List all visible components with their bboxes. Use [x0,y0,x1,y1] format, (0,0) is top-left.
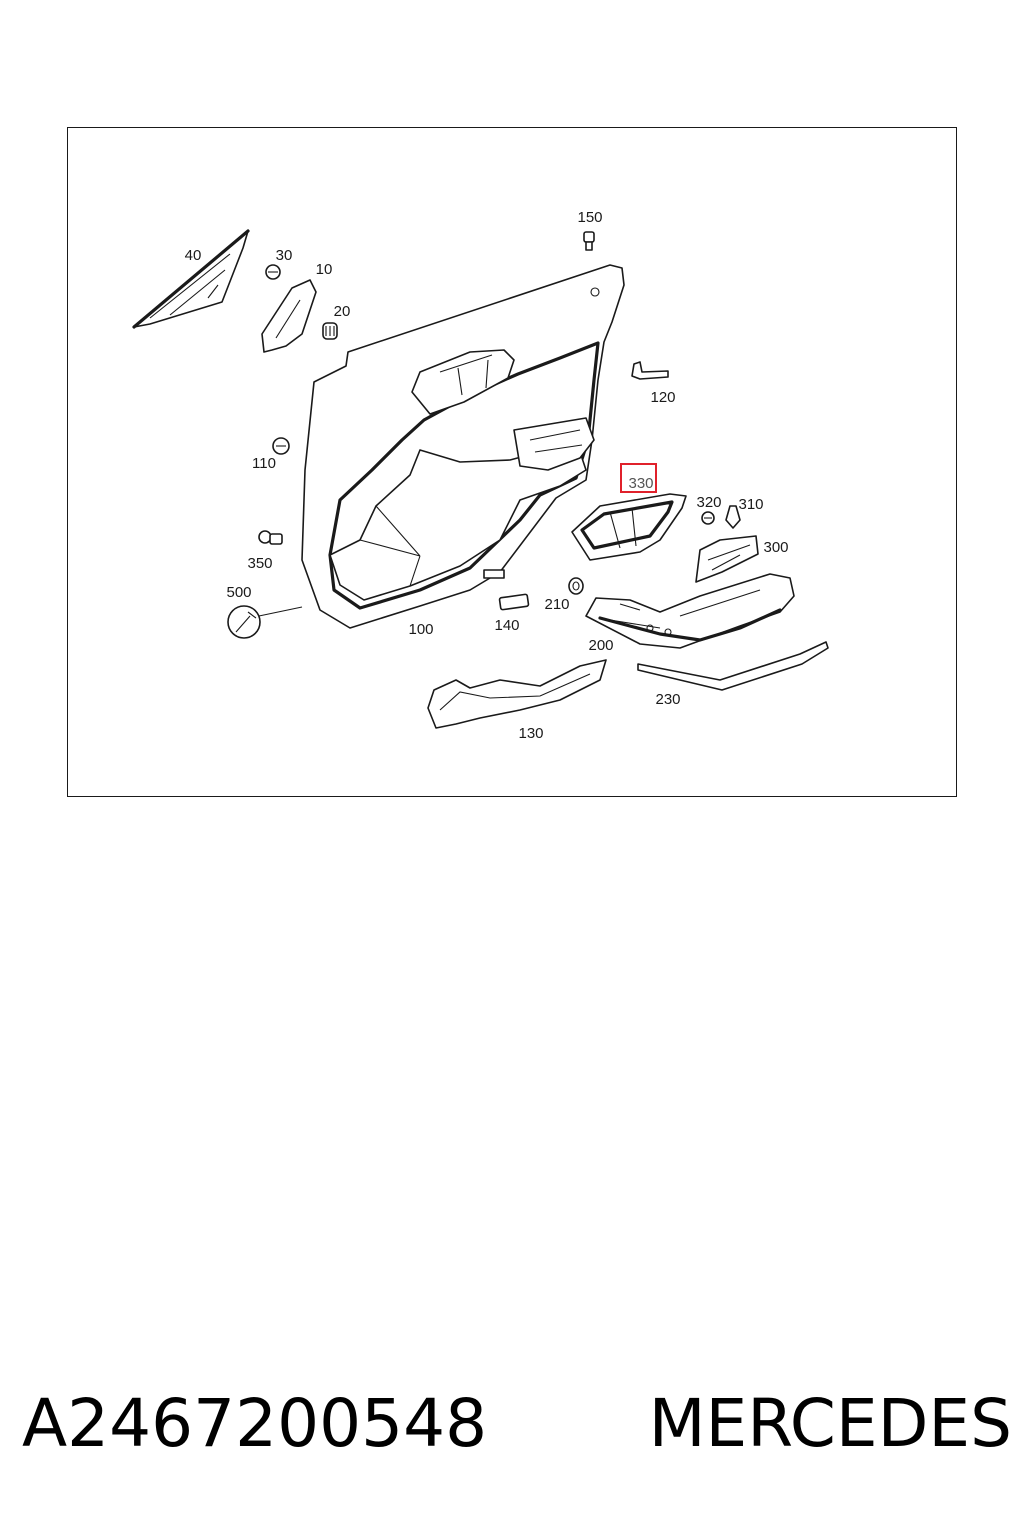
part-330-frame[interactable] [571,463,687,561]
part-120-bracket[interactable] [631,361,669,380]
callout-500: 500 [226,584,251,601]
part-number: A2467200548 [22,1384,488,1462]
part-130-insulation[interactable] [427,659,607,729]
part-10-cover[interactable] [261,279,317,353]
callout-210: 210 [544,596,569,613]
part-30-clip[interactable] [265,264,281,280]
callout-320: 320 [696,494,721,511]
brand-name: MERCEDES [648,1384,1012,1462]
callout-110: 110 [252,455,276,472]
part-150-bolt[interactable] [583,231,595,251]
callout-30: 30 [276,247,293,264]
part-200-armrest[interactable] [585,573,795,649]
part-110-clip[interactable] [272,437,290,455]
callout-100: 100 [408,621,433,638]
part-40-trim[interactable] [132,229,250,329]
part-230-trim-strip[interactable] [637,641,829,691]
callout-200: 200 [588,637,613,654]
part-210-grommet[interactable] [568,577,584,595]
callout-140: 140 [494,617,519,634]
callout-150: 150 [577,209,602,226]
part-350-screw[interactable] [258,530,283,545]
callout-230: 230 [655,691,680,708]
diagram-frame [67,127,957,797]
part-100-door-panel[interactable] [301,264,625,629]
part-310-clip[interactable] [725,505,741,529]
callout-130: 130 [518,725,543,742]
callout-40: 40 [185,247,202,264]
callout-10: 10 [316,261,333,278]
callout-310: 310 [738,496,763,513]
parts-diagram: 40 30 10 20 150 120 110 330 320 310 300 … [132,209,829,742]
part-300-housing[interactable] [695,535,759,583]
part-20-plug[interactable] [322,322,338,340]
part-500-repair-icon[interactable] [227,605,303,639]
callout-120: 120 [650,389,675,406]
callout-350: 350 [247,555,272,572]
caption: A2467200548 MERCEDES [22,1378,1012,1468]
highlight-box-330 [620,463,657,493]
callout-330: 330 [628,475,653,492]
callout-20: 20 [334,303,351,320]
callout-300: 300 [763,539,788,556]
part-140-clip[interactable] [498,593,530,611]
part-320-screw[interactable] [701,511,715,525]
